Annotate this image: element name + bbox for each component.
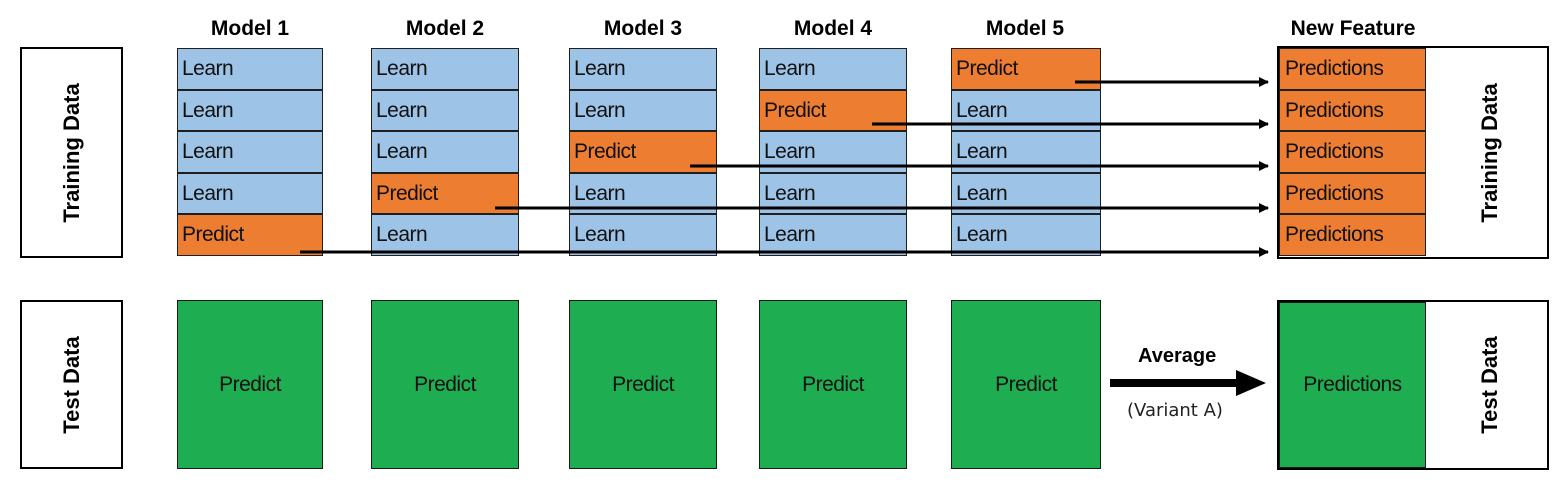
model-5-test-predict: Predict bbox=[951, 300, 1101, 469]
model-2-test-predict: Predict bbox=[371, 300, 519, 469]
model-3-fold-2: Learn bbox=[569, 89, 717, 132]
average-variant-label: (Variant A) bbox=[1127, 400, 1223, 421]
model-1-header: Model 1 bbox=[210, 17, 290, 40]
model-2-fold-4: Predict bbox=[371, 172, 519, 215]
model-1-fold-2: Learn bbox=[177, 89, 323, 132]
model-2-fold-5: Learn bbox=[371, 214, 519, 256]
model-1-fold-3: Learn bbox=[177, 131, 323, 173]
training-data-row-label-box: Training Data bbox=[20, 47, 123, 258]
new-feature-prediction-row-5: Predictions bbox=[1279, 214, 1426, 256]
model-4-fold-1: Learn bbox=[759, 48, 907, 90]
model-4-fold-5: Learn bbox=[759, 214, 907, 256]
model-3-fold-5: Learn bbox=[569, 214, 717, 256]
model-1-test-predict: Predict bbox=[177, 300, 323, 469]
new-feature-header: New Feature bbox=[1290, 17, 1416, 40]
average-arrow-head bbox=[1236, 370, 1266, 396]
new-feature-test-predictions: Predictions bbox=[1279, 302, 1426, 468]
model-5-fold-5: Learn bbox=[951, 214, 1101, 256]
model-2-header: Model 2 bbox=[405, 17, 485, 40]
model-4-header: Model 4 bbox=[793, 17, 873, 40]
new-feature-prediction-row-1: Predictions bbox=[1279, 48, 1426, 90]
model-1-fold-5: Predict bbox=[177, 214, 323, 256]
new-feature-prediction-row-2: Predictions bbox=[1279, 89, 1426, 132]
model-2-fold-1: Learn bbox=[371, 48, 519, 90]
model-5-header: Model 5 bbox=[985, 17, 1065, 40]
model-1-fold-4: Learn bbox=[177, 172, 323, 215]
model-5-fold-1: Predict bbox=[951, 48, 1101, 90]
model-4-test-predict: Predict bbox=[759, 300, 907, 469]
average-label: Average bbox=[1138, 345, 1217, 367]
model-3-fold-1: Learn bbox=[569, 48, 717, 90]
model-2-fold-2: Learn bbox=[371, 89, 519, 132]
new-feature-prediction-row-4: Predictions bbox=[1279, 172, 1426, 215]
new-feature-prediction-row-3: Predictions bbox=[1279, 131, 1426, 173]
test-data-row-label-box: Test Data bbox=[20, 300, 123, 469]
model-2-fold-3: Learn bbox=[371, 131, 519, 173]
model-3-test-predict: Predict bbox=[569, 300, 717, 469]
model-3-header: Model 3 bbox=[603, 17, 683, 40]
model-1-fold-1: Learn bbox=[177, 48, 323, 90]
